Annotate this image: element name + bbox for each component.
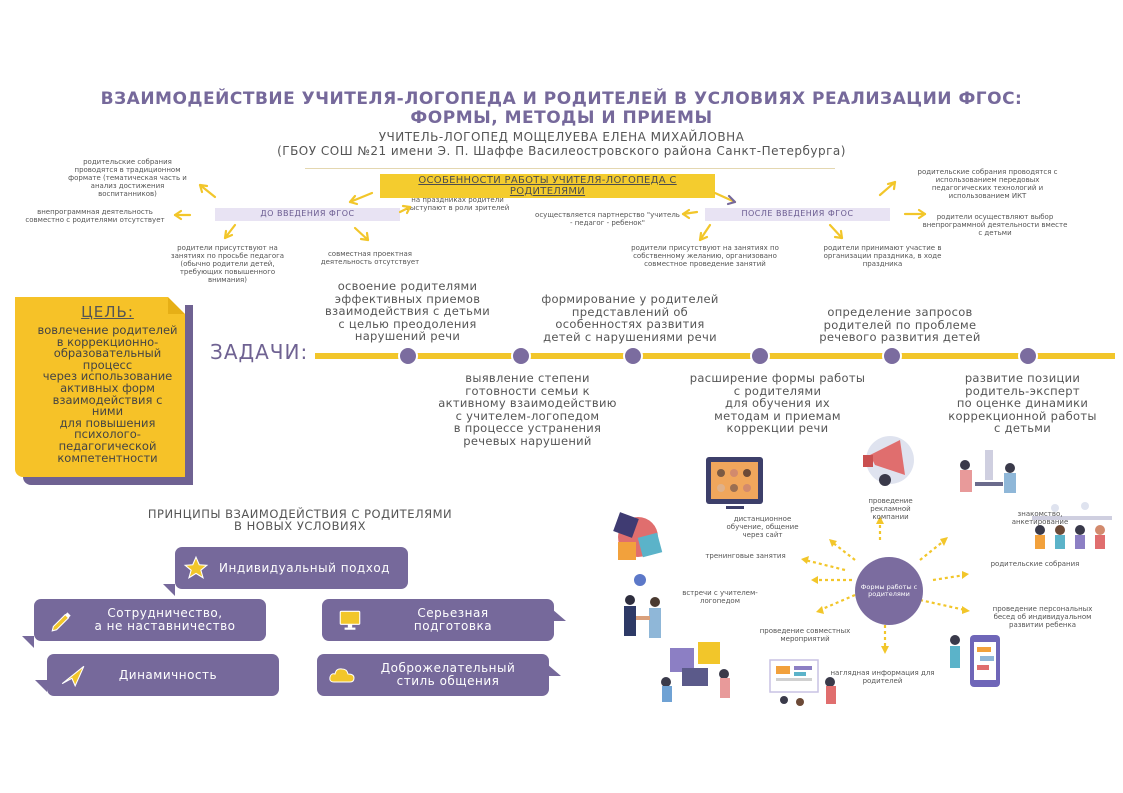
- school-name: (ГБОУ СОШ №21 имени Э. П. Шаффе Василеос…: [277, 144, 846, 158]
- header-divider: [305, 168, 835, 169]
- goal-fold-corner: [168, 297, 185, 314]
- after-note-holiday: родители принимают участие в организации…: [823, 244, 942, 268]
- page-title: ВЗАИМОДЕЙСТВИЕ УЧИТЕЛЯ-ЛОГОПЕДА И РОДИТЕ…: [0, 90, 1123, 128]
- timeline-dot: [882, 346, 902, 366]
- task-top-3: определение запросов родителей по пробле…: [819, 305, 981, 344]
- forms-center-circle: Формы работы с родителями: [855, 557, 923, 625]
- before-note-extra: внепрограммная деятельность совместно с …: [25, 208, 165, 224]
- goal-title: ЦЕЛЬ:: [81, 303, 134, 321]
- form-acquaint: знакомство, анкетирование: [1011, 510, 1069, 526]
- goal-line: активных форм: [60, 380, 155, 395]
- principle-individual: Индивидуальный подход: [175, 547, 408, 589]
- features-title: ОСОБЕННОСТИ РАБОТЫ УЧИТЕЛЯ-ЛОГОПЕДА С РО…: [380, 174, 715, 198]
- goal-line: вовлечение родителей: [37, 323, 178, 337]
- goal-line: через использование: [42, 369, 173, 384]
- goal-line: процесс: [82, 357, 133, 372]
- form-visual: наглядная информация для родителей: [830, 669, 935, 685]
- goal-line: в коррекционно-: [56, 334, 159, 349]
- goal-card: [15, 297, 185, 477]
- puzzle-hands-illustration: [613, 512, 663, 560]
- goal-text: вовлечение родителей в коррекционно- обр…: [15, 323, 200, 465]
- goal-line: психолого-: [74, 427, 141, 442]
- task-bottom-1: выявление степени готовности семьи к акт…: [438, 371, 617, 448]
- author-block: УЧИТЕЛЬ-ЛОГОПЕД МОЩЕЛУЕВА ЕЛЕНА МИХАЙЛОВ…: [0, 130, 1123, 158]
- puzzle-team-illustration: [661, 642, 730, 702]
- tasks-label: ЗАДАЧИ:: [210, 340, 309, 364]
- pill-tail: [35, 680, 47, 692]
- after-note-meetings: родительские собрания проводятся с испол…: [917, 168, 1058, 200]
- form-ads: проведение рекламной компании: [868, 497, 913, 521]
- principle-cooperation: Сотрудничество, а не наставничество: [34, 599, 266, 641]
- principle-serious: Серьезная подготовка: [322, 599, 554, 641]
- before-note-presence: родители присутствуют на занятиях по про…: [170, 244, 285, 284]
- feature-arrows: [173, 180, 927, 242]
- task-bottom-3: развитие позиции родитель-эксперт по оце…: [948, 371, 1097, 435]
- timeline-dot: [1018, 346, 1038, 366]
- goal-line: взаимодействия с: [52, 392, 163, 407]
- timeline-dot: [511, 346, 531, 366]
- pill-tail: [547, 664, 561, 676]
- acquaintance-illustration: [960, 450, 1016, 493]
- tasks-timeline: [315, 353, 1115, 359]
- timeline-dot: [623, 346, 643, 366]
- after-note-choice: родители осуществляют выбор внепрограммн…: [922, 213, 1068, 237]
- after-note-partnership: осуществляется партнерство "учитель - пе…: [535, 211, 680, 227]
- pill-tail: [22, 636, 34, 648]
- before-fgos-band: ДО ВВЕДЕНИЯ ФГОС: [215, 208, 400, 221]
- form-meet-teacher: встречи с учителем-логопедом: [682, 589, 758, 605]
- title-line-2: ФОРМЫ, МЕТОДЫ И ПРИЕМЫ: [410, 108, 713, 128]
- goal-line: ними: [91, 404, 124, 419]
- goal-line: компетентности: [57, 450, 158, 465]
- timeline-dot: [750, 346, 770, 366]
- pencil-icon: [48, 606, 76, 634]
- phone-chat-illustration: [950, 635, 1000, 687]
- meeting-illustration: [1032, 502, 1112, 549]
- pill-tail: [552, 609, 566, 621]
- cloud-icon: [327, 661, 357, 689]
- star-icon: [183, 555, 209, 581]
- forms-illustrations: [613, 436, 1112, 706]
- paper-plane-icon: [59, 661, 87, 689]
- video-call-illustration: [706, 457, 763, 509]
- monitor-icon: [336, 606, 364, 634]
- task-top-1: освоение родителями эффективных приемов …: [324, 279, 490, 343]
- principles-title: ПРИНЦИПЫ ВЗАИМОДЕЙСТВИЯ С РОДИТЕЛЯМИ В Н…: [147, 507, 453, 533]
- title-line-1: ВЗАИМОДЕЙСТВИЕ УЧИТЕЛЯ-ЛОГОПЕДА И РОДИТЕ…: [100, 89, 1023, 109]
- principle-friendly: Доброжелательный стиль общения: [317, 654, 549, 696]
- author-name: УЧИТЕЛЬ-ЛОГОПЕД МОЩЕЛУЕВА ЕЛЕНА МИХАЙЛОВ…: [378, 130, 745, 144]
- after-fgos-band: ПОСЛЕ ВВЕДЕНИЯ ФГОС: [705, 208, 890, 221]
- timeline-dot: [398, 346, 418, 366]
- before-note-project: совместная проектная деятельность отсутс…: [320, 250, 420, 266]
- after-note-presence: родители присутствуют на занятиях по соб…: [631, 244, 779, 268]
- presentation-illustration: [769, 659, 836, 706]
- dashed-arrow: [804, 520, 966, 650]
- before-note-meetings: родительские собрания проводятся в тради…: [68, 158, 187, 198]
- form-distance: дистанционное обучение, общение через са…: [726, 515, 799, 539]
- before-note-holidays: на праздниках родители выступают в роли …: [405, 196, 510, 212]
- task-top-2: формирование у родителей представлений о…: [541, 292, 719, 344]
- form-training: тренинговые занятия: [705, 552, 786, 560]
- task-bottom-2: расширение формы работы с родителями для…: [689, 371, 866, 435]
- handshake-illustration: [624, 574, 661, 638]
- pill-tail: [163, 584, 175, 596]
- goal-line: для повышения: [59, 415, 156, 430]
- principle-dynamic: Динамичность: [47, 654, 279, 696]
- form-personal: проведение персональных бесед об индивид…: [992, 605, 1093, 629]
- megaphone-illustration: [863, 436, 914, 486]
- form-meetings: родительские собрания: [990, 560, 1080, 568]
- form-joint: проведение совместных мероприятий: [759, 627, 851, 643]
- goal-line: образовательный: [53, 346, 162, 361]
- goal-line: педагогической: [58, 438, 157, 453]
